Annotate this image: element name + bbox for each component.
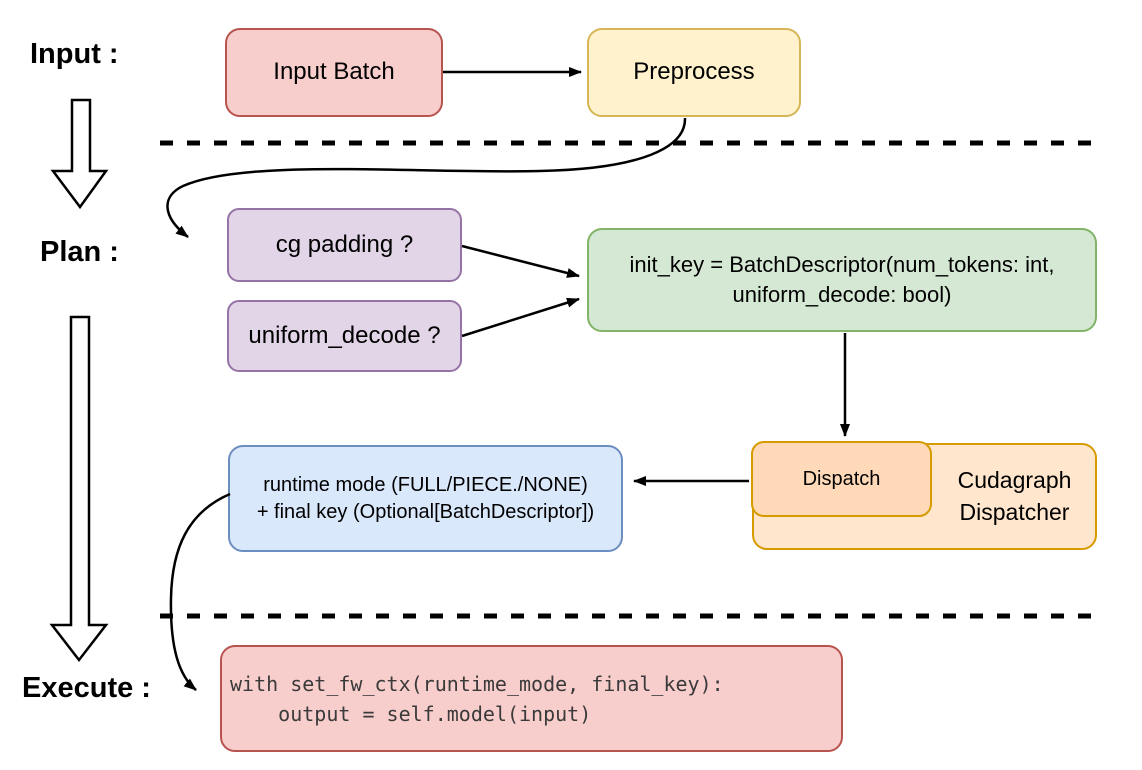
node-runtime-mode: runtime mode (FULL/PIECE./NONE) + final … xyxy=(228,445,623,552)
input-to-plan-down-arrow-icon xyxy=(50,98,109,210)
node-init-key: init_key = BatchDescriptor(num_tokens: i… xyxy=(587,228,1097,332)
node-uniform-decode: uniform_decode ? xyxy=(227,300,462,372)
phase-label-plan: Plan : xyxy=(40,236,119,268)
plan-to-execute-down-arrow-icon xyxy=(49,315,109,663)
arrow-cg-padding-to-init-key xyxy=(461,244,580,278)
arrow-uniform-decode-to-init-key xyxy=(461,297,580,338)
node-preprocess-label: Preprocess xyxy=(633,58,755,86)
node-runtime-mode-line2: + final key (Optional[BatchDescriptor]) xyxy=(256,500,595,523)
node-dispatch: Dispatch xyxy=(751,441,932,517)
node-input-batch-label: Input Batch xyxy=(273,58,395,86)
node-input-batch: Input Batch xyxy=(225,28,443,117)
node-init-key-line2: uniform_decode: bool) xyxy=(732,282,952,307)
node-cg-padding-label: cg padding ? xyxy=(275,230,414,258)
cudagraph-dispatcher-line1: Cudagraph xyxy=(957,467,1072,494)
node-runtime-mode-line1: runtime mode (FULL/PIECE./NONE) xyxy=(263,473,588,496)
node-preprocess: Preprocess xyxy=(587,28,801,117)
phase-label-input: Input : xyxy=(30,38,119,70)
phase-label-execute: Execute : xyxy=(22,672,151,704)
node-dispatch-label: Dispatch xyxy=(802,467,881,490)
node-execute-code: with set_fw_ctx(runtime_mode, final_key)… xyxy=(220,645,843,752)
cudagraph-dispatcher-line2: Dispatcher xyxy=(959,498,1070,525)
execute-code-line2: output = self.model(input) xyxy=(230,701,592,726)
node-init-key-line1: init_key = BatchDescriptor(num_tokens: i… xyxy=(629,252,1055,278)
execute-code-line1: with set_fw_ctx(runtime_mode, final_key)… xyxy=(230,671,724,696)
node-cg-padding: cg padding ? xyxy=(227,208,462,282)
node-uniform-decode-label: uniform_decode ? xyxy=(248,321,441,349)
node-cudagraph-dispatcher-label: Cudagraph Dispatcher xyxy=(932,443,1097,550)
